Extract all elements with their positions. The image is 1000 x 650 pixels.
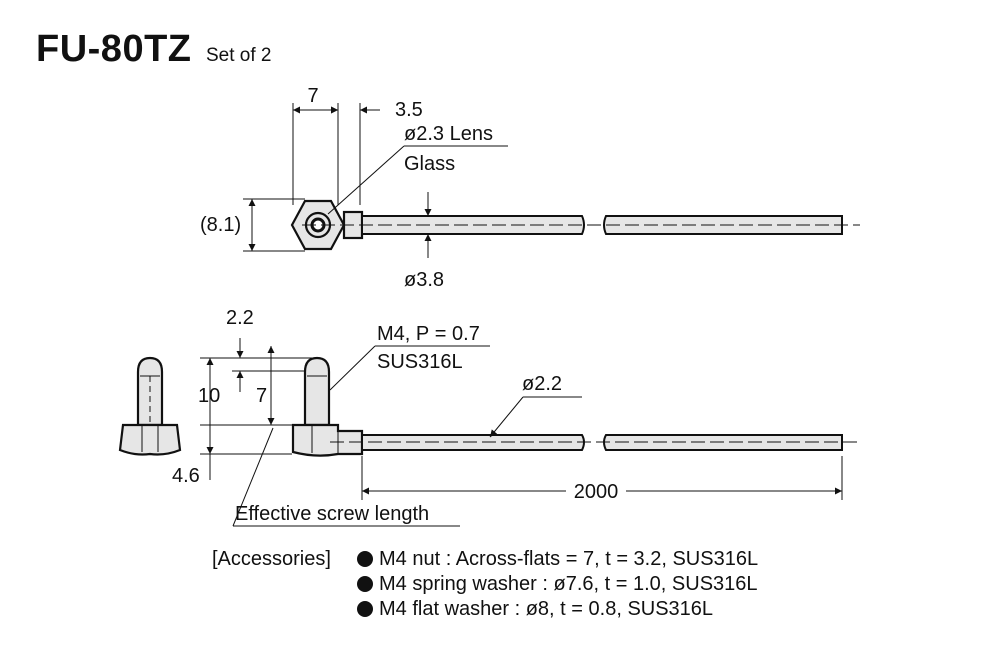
- top-view: [243, 103, 860, 258]
- dim-height-label: (8.1): [200, 214, 241, 236]
- model-name: FU-80TZ: [36, 28, 192, 70]
- thread-label-line2: SUS316L: [377, 351, 463, 373]
- title-block: FU-80TZ Set of 2: [36, 28, 271, 71]
- side-view: [118, 338, 860, 527]
- lens-label-line2: Glass: [404, 153, 455, 175]
- sensor-thread: [303, 356, 331, 427]
- dim-tube-diameter-label: ø3.8: [404, 269, 444, 291]
- model-subtitle: Set of 2: [205, 45, 272, 66]
- sensor-head: [291, 423, 364, 457]
- lens-label-line1: ø2.3 Lens: [404, 123, 493, 145]
- dim-cable-length-label: 2000: [574, 481, 619, 503]
- accessory-text: M4 flat washer : ø8, t = 0.8, SUS316L: [379, 598, 714, 620]
- bullet-icon: [357, 601, 373, 617]
- screw-front-head: [118, 423, 182, 456]
- dim-width-label: 7: [307, 85, 318, 107]
- accessory-item: M4 spring washer : ø7.6, t = 1.0, SUS316…: [212, 572, 758, 597]
- dim-thread-length-label: 7: [256, 385, 267, 407]
- effective-screw-label: Effective screw length: [235, 503, 429, 525]
- accessory-item: M4 flat washer : ø8, t = 0.8, SUS316L: [212, 597, 758, 622]
- dim-top-gap-label: 2.2: [226, 307, 254, 329]
- dim-total-height-label: 10: [198, 385, 220, 407]
- accessories-heading: [Accessories]: [212, 548, 331, 570]
- dim-base-label: 4.6: [172, 465, 200, 487]
- accessory-text: M4 spring washer : ø7.6, t = 1.0, SUS316…: [379, 573, 758, 595]
- accessory-text: M4 nut : Across-flats = 7, t = 3.2, SUS3…: [379, 548, 759, 570]
- dim-cable-diameter-label: ø2.2: [522, 373, 562, 395]
- bullet-icon: [357, 551, 373, 567]
- accessories-list: [Accessories] M4 nut : Across-flats = 7, …: [212, 547, 758, 622]
- dim-offset-label: 3.5: [395, 99, 423, 121]
- accessory-item: [Accessories] M4 nut : Across-flats = 7, …: [212, 547, 758, 572]
- bullet-icon: [357, 576, 373, 592]
- thread-label-line1: M4, P = 0.7: [377, 323, 480, 345]
